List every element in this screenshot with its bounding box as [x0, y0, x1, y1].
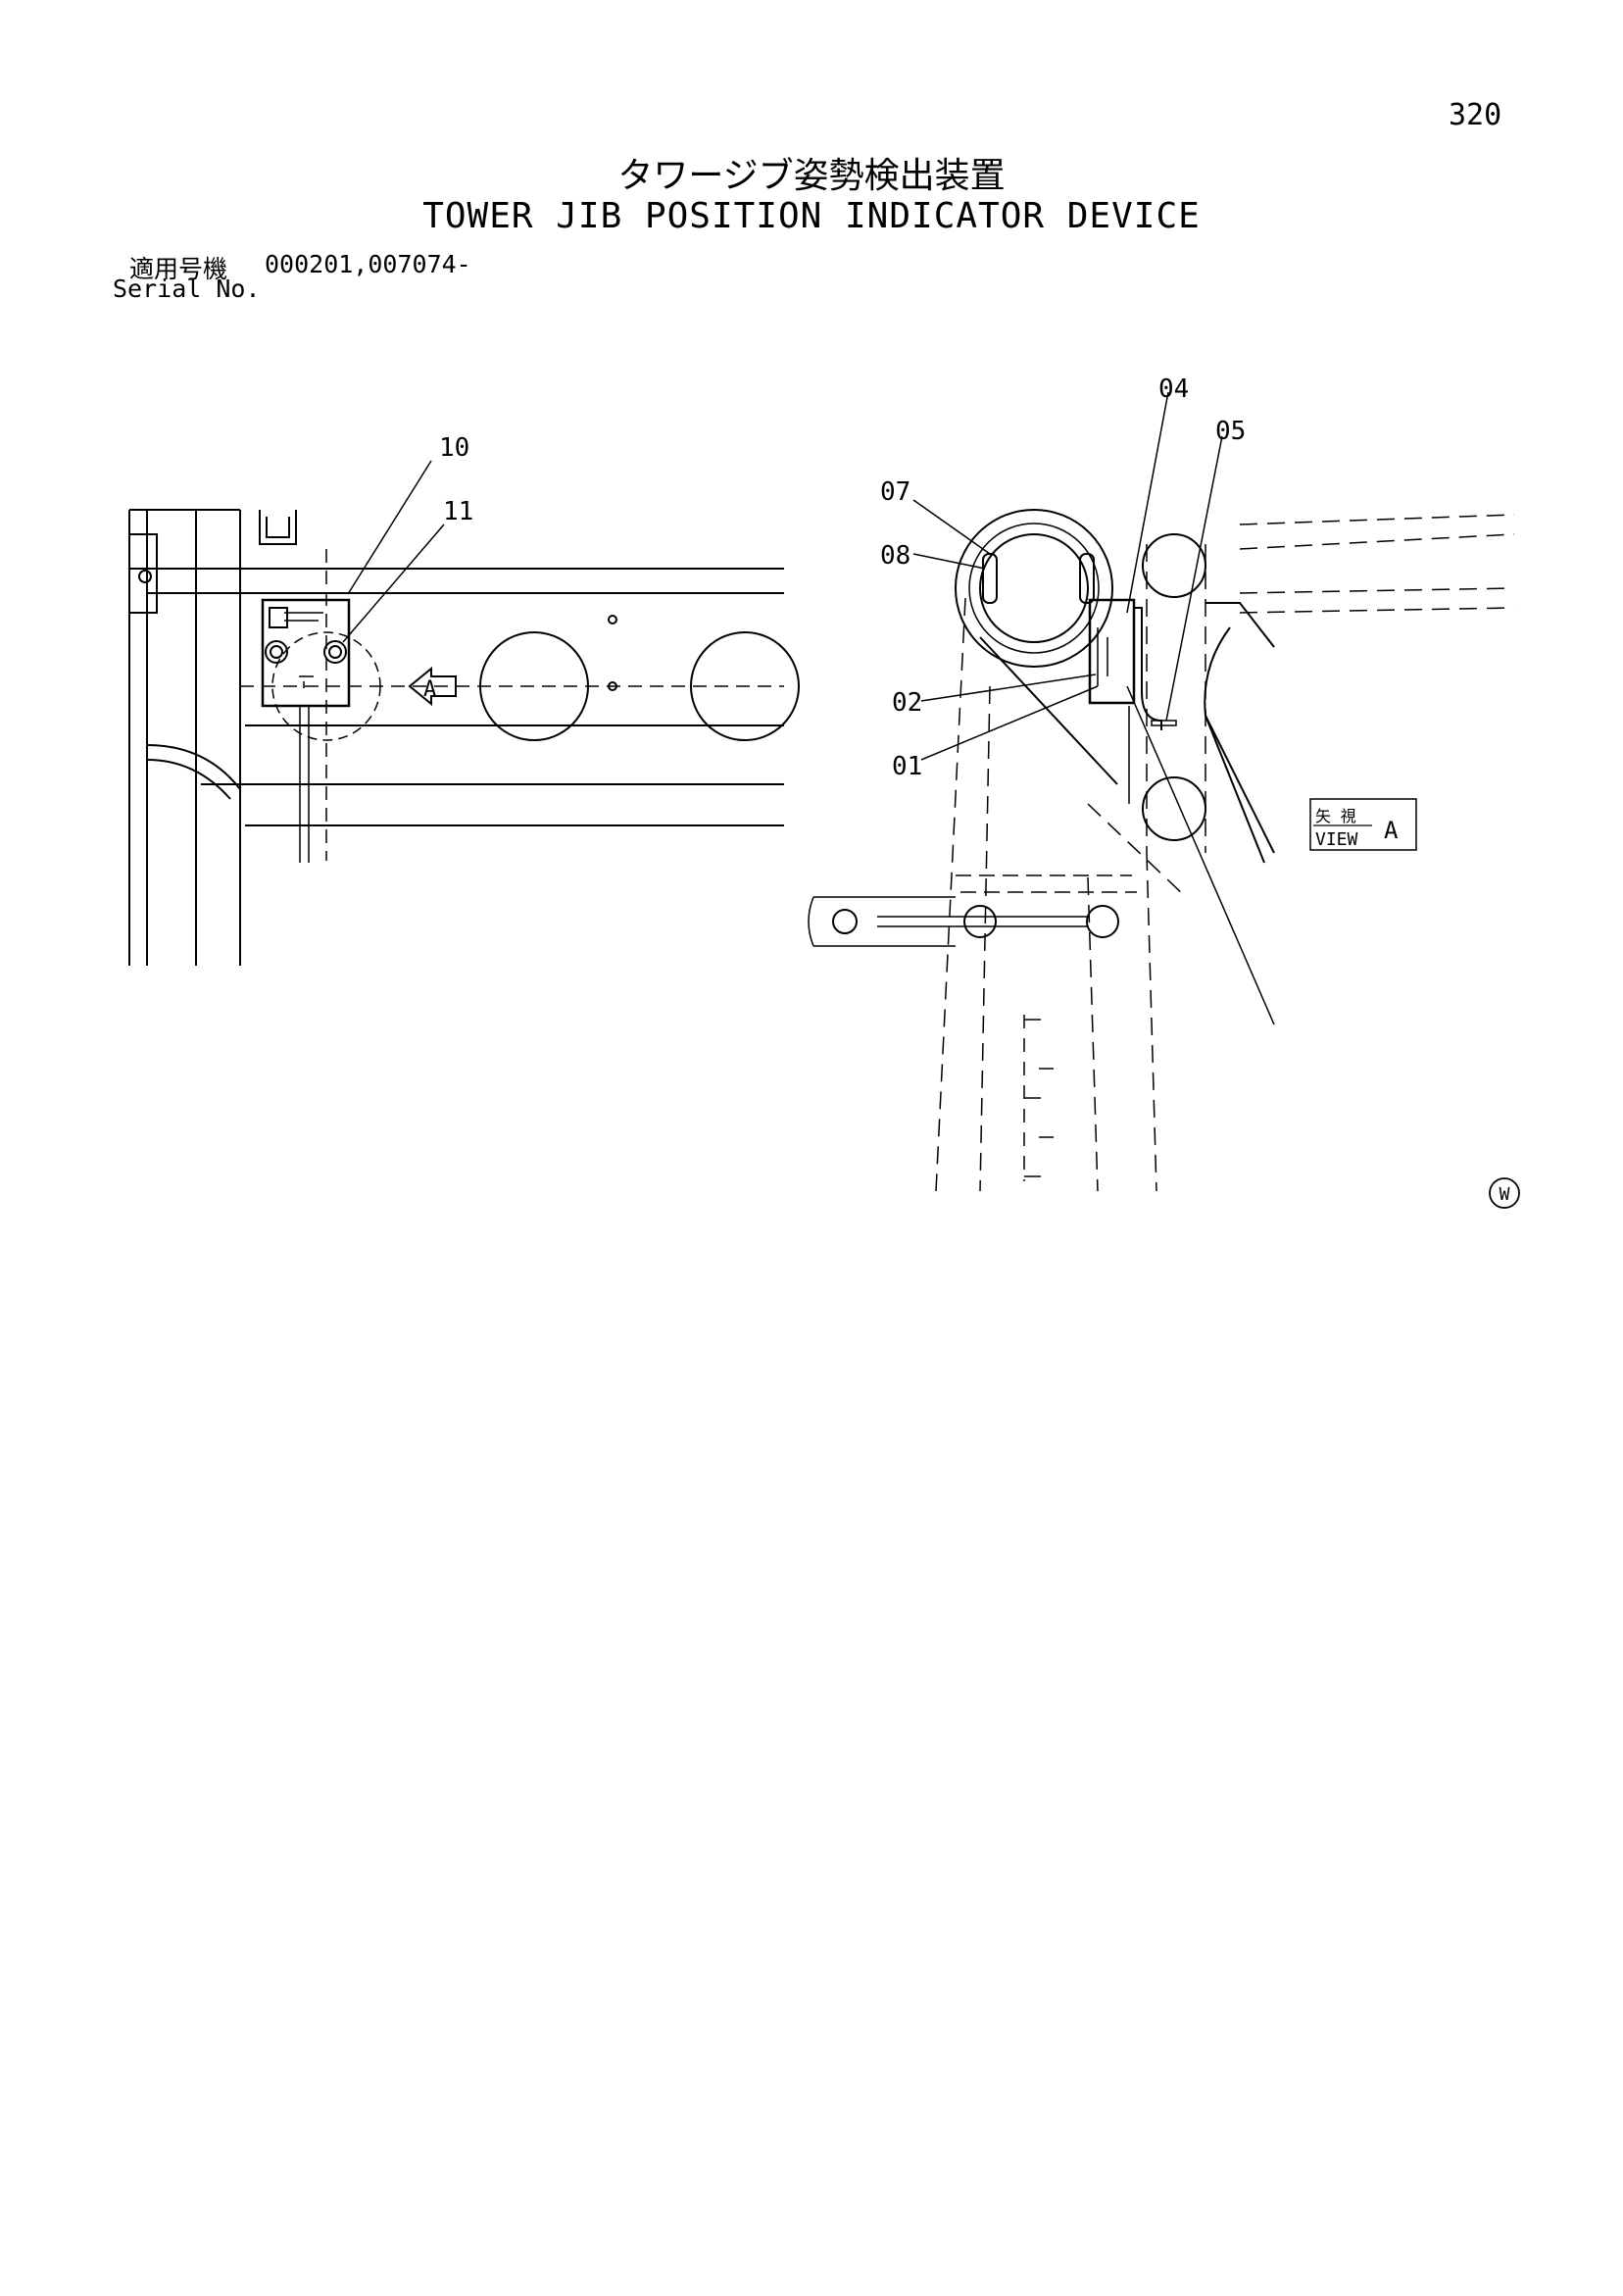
view-box [1309, 798, 1417, 851]
w-mark-circle [1489, 1177, 1520, 1209]
title-english: TOWER JIB POSITION INDICATOR DEVICE [422, 196, 1201, 236]
serial-value: 000201,007074- [265, 250, 471, 278]
callout-11: 11 [443, 497, 473, 526]
right-view [808, 391, 1515, 1192]
serial-label-english: Serial No. [113, 275, 261, 303]
title-japanese: タワージブ姿勢検出装置 [617, 156, 1006, 196]
callout-04: 04 [1158, 374, 1189, 404]
callout-01: 01 [892, 752, 922, 781]
view-arrow-label: A [423, 677, 436, 702]
callout-07: 07 [880, 477, 910, 507]
view-box-label-jp: 矢 視 [1315, 807, 1356, 825]
page-number: 320 [1449, 98, 1502, 132]
view-box-letter: A [1384, 817, 1399, 844]
serial-label-japanese: 適用号機 [129, 255, 228, 283]
callout-05: 05 [1215, 417, 1246, 446]
callout-08: 08 [880, 541, 910, 571]
callout-02: 02 [892, 688, 922, 718]
view-box-label-en: VIEW [1315, 829, 1358, 850]
left-view [128, 460, 800, 966]
w-mark-letter: W [1500, 1184, 1510, 1205]
callout-10: 10 [439, 433, 469, 463]
